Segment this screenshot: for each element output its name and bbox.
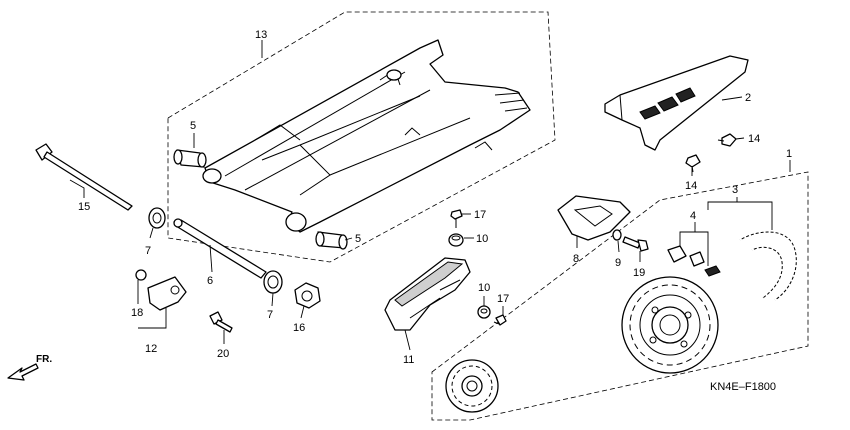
bolt-14-upper	[717, 133, 737, 147]
part-label: 4	[690, 210, 696, 222]
nut-16	[294, 282, 321, 309]
diagram-code: KN4E–F1800	[710, 381, 776, 393]
part-label: 19	[633, 267, 645, 279]
chain-slider-11	[384, 257, 471, 331]
part-label: 10	[478, 282, 490, 294]
swingarm-13	[202, 39, 531, 233]
part-label: 13	[255, 29, 267, 41]
part-label: 12	[145, 343, 157, 355]
part-label: 7	[267, 309, 273, 321]
bolt-17-upper	[450, 209, 463, 228]
collar-5-lower	[315, 231, 348, 250]
collar-10-upper	[448, 233, 464, 247]
part-label: 3	[732, 184, 738, 196]
collar-10-lower	[477, 305, 491, 319]
chain-guide-cover-2	[604, 55, 749, 151]
driven-sprocket	[621, 276, 719, 374]
part-label: 9	[615, 257, 621, 269]
part-label: 1	[786, 148, 792, 160]
leader-lines	[69, 40, 791, 351]
dust-seal-7-right	[263, 270, 283, 294]
part-label: 18	[131, 307, 143, 319]
drive-sprocket	[445, 359, 499, 413]
pivot-bolt-15	[35, 143, 133, 211]
part-label: 17	[474, 209, 486, 221]
part-label: 16	[293, 322, 305, 334]
part-label: 17	[497, 293, 509, 305]
part-label: 11	[403, 354, 414, 366]
bolt-14-lower	[685, 154, 701, 173]
part-label: 10	[476, 233, 488, 245]
drive-chain-3	[739, 230, 798, 301]
part-label: 14	[748, 133, 760, 145]
bolt-17-lower	[493, 314, 507, 326]
swingarm-group-boundary	[167, 11, 556, 263]
chain-guide-8	[557, 195, 631, 241]
part-label: 7	[145, 245, 151, 257]
collar-5-upper	[173, 149, 207, 168]
part-label: 6	[207, 275, 213, 287]
part-label: 14	[685, 180, 697, 192]
front-label: FR.	[36, 354, 52, 365]
front-direction-marker: FR.	[7, 354, 52, 381]
collar-18	[135, 269, 147, 281]
part-label: 20	[217, 348, 229, 360]
chain-kit-group-boundary	[431, 171, 809, 421]
washer-9	[612, 229, 622, 241]
bolt-19	[622, 236, 649, 252]
front-arrow-icon	[7, 363, 39, 381]
slider-bracket-12	[147, 276, 187, 311]
master-link-4	[667, 245, 721, 277]
part-label: 2	[745, 92, 751, 104]
pivot-collar-6	[173, 218, 267, 279]
part-labels: 13 2 5 5 15 7 6 7 16 18 12 20 14 14 1 3 …	[78, 29, 792, 366]
part-label: 8	[573, 253, 579, 265]
part-label: 5	[355, 233, 361, 245]
bolt-20	[209, 311, 233, 333]
dust-seal-7-left	[148, 207, 166, 229]
part-label: 15	[78, 201, 90, 213]
part-label: 5	[190, 120, 196, 132]
